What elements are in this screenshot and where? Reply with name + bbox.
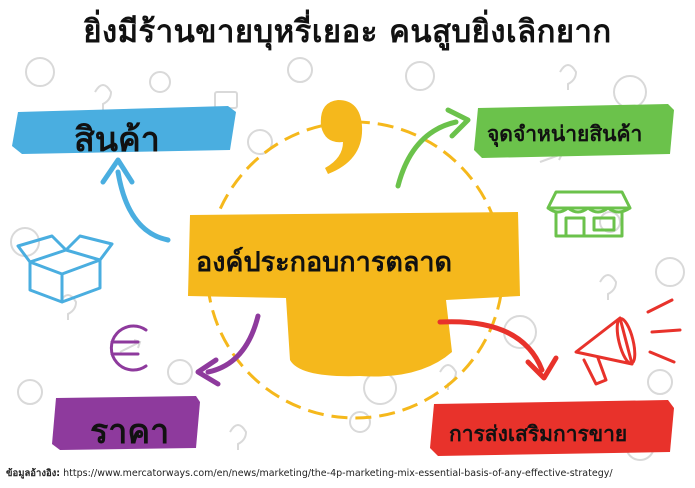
place-label: จุดจำหน่ายสินค้า xyxy=(487,122,643,146)
price-arrowhead xyxy=(195,357,221,387)
store-icon xyxy=(546,190,632,238)
source-label: ข้อมูลอ้างอิง: xyxy=(6,468,61,479)
promotion-label: การส่งเสริมการขาย xyxy=(449,422,628,446)
center-label: องค์ประกอบการตลาด xyxy=(196,247,453,278)
source-url[interactable]: https://www.mercatorways.com/en/news/mar… xyxy=(63,468,613,479)
place-banner xyxy=(474,104,674,158)
promotion-banner xyxy=(430,400,674,456)
euro-icon xyxy=(109,324,148,372)
box-icon xyxy=(16,234,114,304)
product-label: สินค้า xyxy=(74,120,160,160)
promotion-arrow xyxy=(437,319,545,373)
place-arrow xyxy=(395,119,459,189)
price-banner xyxy=(52,396,200,450)
megaphone-icon xyxy=(574,298,682,386)
page-title: ยิ่งมีร้านขายบุหรี่เยอะ คนสูบยิ่งเลิกยาก xyxy=(83,14,612,50)
source-citation: ข้อมูลอ้างอิง: https://www.mercatorways.… xyxy=(6,466,692,481)
product-arrow xyxy=(115,169,171,243)
price-arrow xyxy=(205,313,261,375)
comma-shape xyxy=(320,100,363,174)
place-arrowhead xyxy=(445,107,471,139)
product-banner xyxy=(12,106,236,154)
product-arrowhead xyxy=(100,157,135,185)
center-banner xyxy=(188,212,520,377)
promotion-arrowhead xyxy=(525,355,559,381)
price-label: ราคา xyxy=(90,412,170,452)
